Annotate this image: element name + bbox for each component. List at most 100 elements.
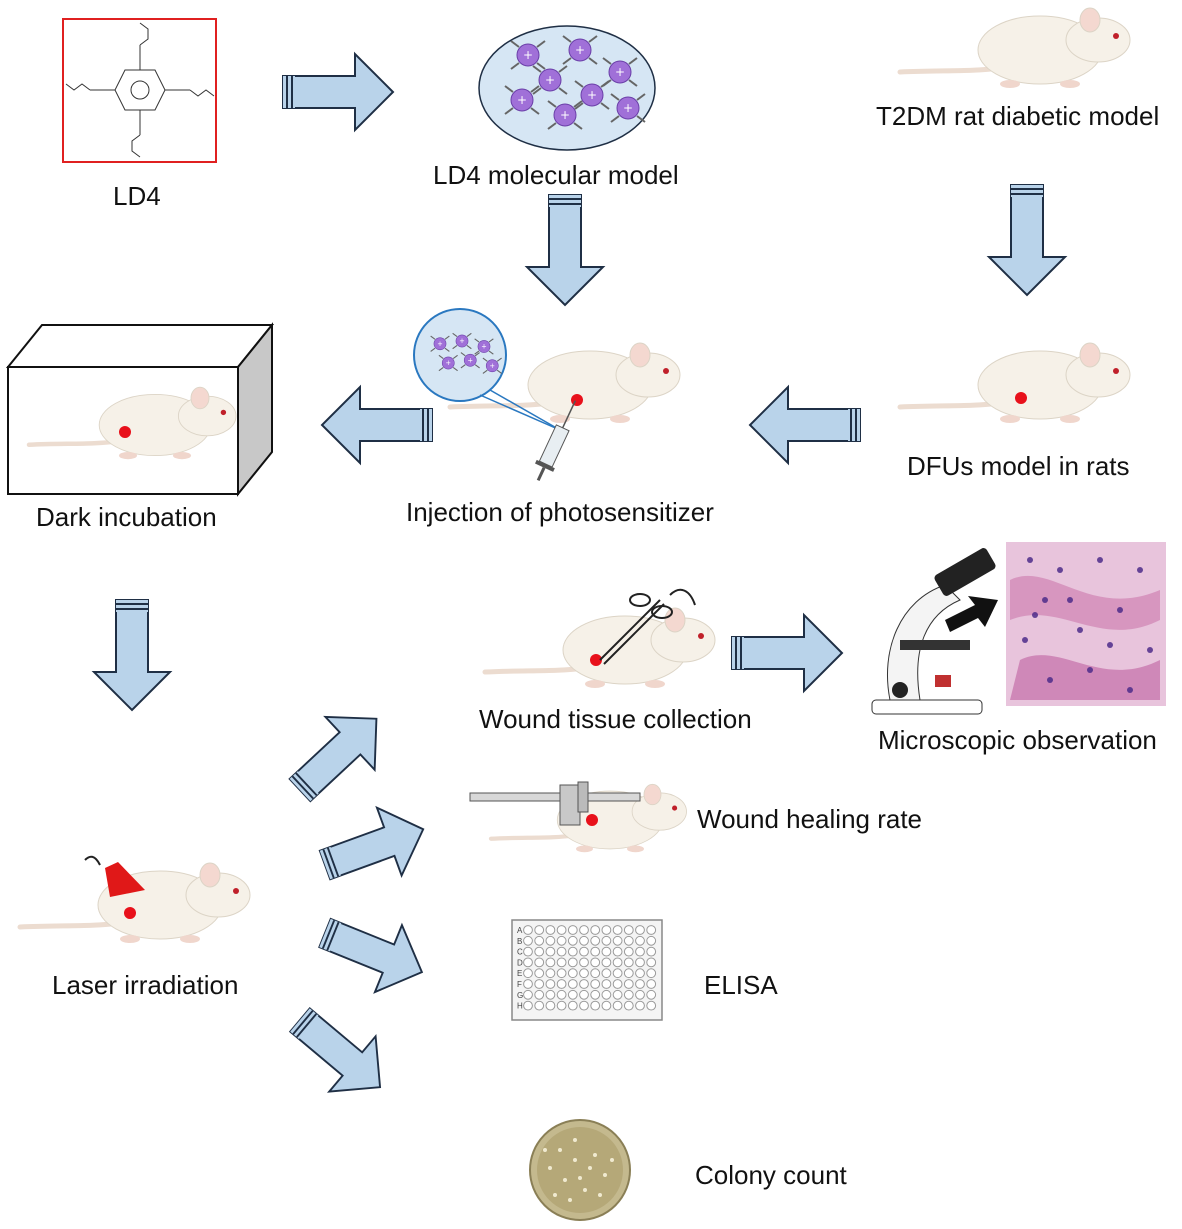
elisa-well bbox=[545, 957, 556, 968]
elisa-well bbox=[590, 935, 601, 946]
caliper-icon bbox=[469, 781, 641, 826]
elisa-well bbox=[601, 925, 612, 935]
laser-icon bbox=[105, 862, 145, 897]
elisa-well bbox=[545, 968, 556, 979]
elisa-well bbox=[556, 946, 567, 957]
elisa-well bbox=[601, 979, 612, 989]
elisa-well bbox=[545, 989, 556, 1000]
elisa-well bbox=[556, 1000, 567, 1011]
elisa-well bbox=[590, 989, 601, 1000]
elisa-well bbox=[635, 989, 645, 1000]
elisa-well bbox=[612, 979, 623, 989]
elisa-well bbox=[601, 935, 612, 946]
label-microscopic: Microscopic observation bbox=[878, 725, 1157, 755]
elisa-well bbox=[601, 989, 612, 1000]
elisa-well bbox=[612, 1000, 623, 1011]
elisa-well bbox=[612, 946, 623, 957]
elisa-well bbox=[623, 989, 634, 1000]
elisa-well bbox=[646, 957, 657, 968]
elisa-well bbox=[579, 989, 589, 1000]
arrow-model-to-injection bbox=[526, 194, 604, 306]
elisa-well bbox=[590, 979, 601, 989]
elisa-well bbox=[623, 979, 634, 989]
elisa-well bbox=[601, 946, 612, 957]
elisa-well bbox=[545, 935, 556, 946]
arrow-dark-to-laser bbox=[93, 599, 171, 711]
elisa-well bbox=[556, 925, 567, 935]
elisa-well bbox=[579, 925, 589, 935]
elisa-well bbox=[601, 1000, 612, 1011]
label-laser: Laser irradiation bbox=[52, 970, 239, 1000]
label-wound-collection: Wound tissue collection bbox=[479, 704, 752, 734]
elisa-row-label: H bbox=[517, 1002, 523, 1011]
arrow-laser-to-healing bbox=[311, 794, 437, 900]
elisa-well bbox=[534, 957, 545, 968]
label-ld4-molecular-model: LD4 molecular model bbox=[433, 160, 679, 190]
elisa-well bbox=[534, 989, 545, 1000]
elisa-well bbox=[523, 935, 533, 946]
elisa-well bbox=[612, 957, 623, 968]
elisa-well bbox=[567, 968, 578, 979]
label-t2dm: T2DM rat diabetic model bbox=[876, 101, 1160, 131]
elisa-well bbox=[567, 925, 578, 935]
elisa-well bbox=[579, 946, 589, 957]
elisa-well bbox=[646, 935, 657, 946]
elisa-well bbox=[545, 979, 556, 989]
elisa-well bbox=[523, 946, 533, 957]
elisa-well bbox=[523, 1000, 533, 1011]
elisa-well bbox=[623, 1000, 634, 1011]
elisa-well bbox=[567, 979, 578, 989]
elisa-well bbox=[646, 946, 657, 957]
elisa-well bbox=[623, 935, 634, 946]
elisa-well bbox=[567, 935, 578, 946]
elisa-well bbox=[556, 957, 567, 968]
ld4-structure bbox=[62, 18, 217, 163]
label-healing-rate: Wound healing rate bbox=[697, 804, 923, 834]
elisa-well bbox=[635, 979, 645, 989]
arrow-laser-to-collection bbox=[274, 691, 402, 818]
elisa-well bbox=[523, 968, 533, 979]
elisa-well bbox=[612, 935, 623, 946]
elisa-well bbox=[635, 957, 645, 968]
elisa-well bbox=[635, 925, 645, 935]
elisa-well bbox=[579, 979, 589, 989]
microscope-icon bbox=[871, 548, 996, 715]
elisa-well bbox=[556, 989, 567, 1000]
black-arrow bbox=[945, 596, 998, 632]
elisa-well bbox=[556, 935, 567, 946]
elisa-well bbox=[601, 957, 612, 968]
elisa-row-label: G bbox=[517, 991, 523, 1000]
elisa-well bbox=[556, 968, 567, 979]
elisa-well bbox=[523, 957, 533, 968]
elisa-well bbox=[534, 968, 545, 979]
label-dark-incubation: Dark incubation bbox=[36, 502, 217, 532]
elisa-well bbox=[635, 935, 645, 946]
elisa-row-label: D bbox=[517, 958, 523, 967]
syringe-icon bbox=[535, 400, 577, 482]
elisa-well bbox=[646, 1000, 657, 1011]
label-elisa: ELISA bbox=[704, 970, 778, 1000]
elisa-row-label: C bbox=[517, 948, 523, 957]
elisa-well bbox=[590, 925, 601, 935]
arrow-laser-to-colony bbox=[275, 991, 405, 1116]
elisa-well bbox=[534, 979, 545, 989]
ld4-molecular-model bbox=[478, 25, 656, 151]
label-ld4: LD4 bbox=[113, 181, 161, 211]
caliper-rat bbox=[469, 781, 687, 852]
elisa-row-label: A bbox=[517, 926, 523, 935]
wound-collection-rat bbox=[485, 588, 715, 688]
label-colony: Colony count bbox=[695, 1160, 847, 1190]
elisa-well bbox=[623, 925, 634, 935]
elisa-well bbox=[612, 925, 623, 935]
elisa-well bbox=[534, 946, 545, 957]
elisa-well bbox=[523, 989, 533, 1000]
elisa-well bbox=[567, 989, 578, 1000]
elisa-well bbox=[534, 925, 545, 935]
elisa-well bbox=[534, 935, 545, 946]
arrow-laser-to-elisa bbox=[310, 898, 437, 1007]
elisa-well bbox=[646, 968, 657, 979]
injection-rat bbox=[413, 308, 680, 482]
elisa-well bbox=[590, 968, 601, 979]
